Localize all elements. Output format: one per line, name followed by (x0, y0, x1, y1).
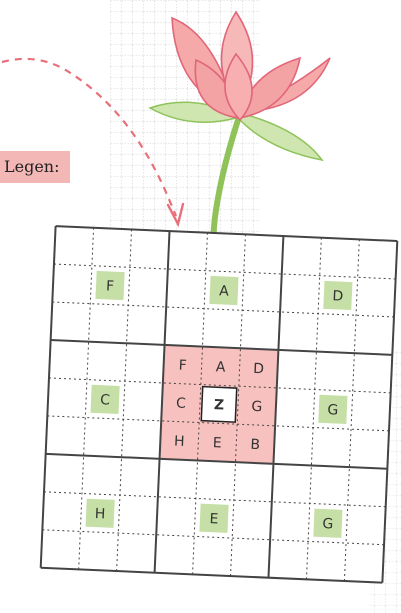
major-horizontal-line (45, 452, 388, 470)
leaf-right (239, 113, 324, 162)
dashed-arrow-line (1, 57, 178, 217)
minor-horizontal-line (52, 301, 394, 318)
minor-vertical-line (305, 237, 322, 580)
outer-cell-c (90, 384, 120, 414)
cell-letter-d: D (332, 288, 343, 304)
major-vertical-line (153, 231, 171, 573)
major-vertical-line (381, 240, 399, 583)
cell-letter-h: H (94, 506, 105, 522)
minor-horizontal-line (48, 377, 391, 394)
minor-horizontal-line (42, 529, 385, 546)
cell-letter-h: H (174, 433, 185, 449)
minor-vertical-line (116, 229, 133, 572)
cell-letter-b: B (250, 437, 260, 453)
cell-letter-a: A (215, 359, 226, 375)
cell-letter-g: G (322, 516, 334, 532)
cell-letter-a: A (219, 283, 230, 299)
minor-vertical-line (343, 239, 360, 582)
major-horizontal-line (55, 225, 398, 242)
major-vertical-line (267, 235, 285, 578)
cell-letter-e: E (213, 435, 223, 451)
board-grid-lines (39, 225, 399, 584)
major-horizontal-line (50, 338, 393, 356)
cell-letter-d: D (253, 361, 264, 377)
center-cell (200, 385, 238, 423)
outer-cell-a (209, 275, 239, 306)
instruction-label: Legen: (0, 151, 70, 183)
cell-letter-f: F (178, 358, 187, 374)
minor-vertical-line (78, 227, 95, 570)
minor-vertical-line (192, 232, 208, 575)
cell-letter-z: Z (214, 397, 225, 413)
lotus-board: F A D C G H E G F A D C Z G H E B (39, 225, 399, 584)
outer-cell-d (323, 280, 353, 311)
dashed-arrow-head (166, 202, 185, 228)
cell-letter-g: G (251, 399, 263, 415)
outer-cell-h (85, 498, 115, 528)
minor-horizontal-line (53, 263, 396, 280)
cell-letter-g: G (327, 402, 339, 418)
board-letters: F A D C G H E G F A D C Z G H E B (94, 278, 343, 532)
dashed-arrow (1, 57, 185, 228)
minor-horizontal-line (43, 491, 386, 508)
minor-horizontal-line (47, 415, 390, 432)
petal-front-center (224, 52, 253, 122)
outer-cell-g (318, 394, 348, 424)
board-cells (85, 270, 353, 538)
major-horizontal-line (40, 566, 383, 584)
cell-letter-e: E (209, 511, 219, 527)
outer-cell-g (313, 508, 343, 538)
cell-letter-c: C (176, 396, 187, 412)
lotus-flower (148, 10, 331, 265)
outer-cell-f (95, 270, 125, 301)
cell-letter-c: C (100, 392, 111, 408)
cell-letter-f: F (106, 278, 115, 294)
minor-vertical-line (230, 234, 246, 577)
outer-cell-e (199, 503, 229, 533)
major-vertical-line (39, 226, 57, 568)
